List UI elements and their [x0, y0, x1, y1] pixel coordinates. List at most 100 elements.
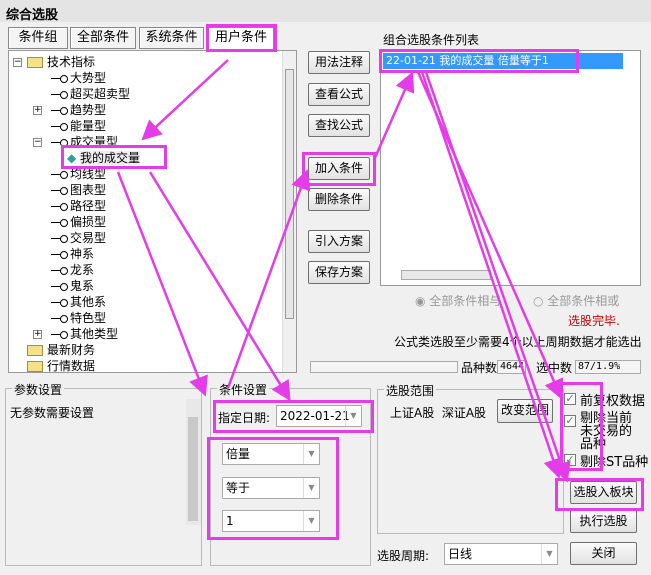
- option-label: 前复权数据: [580, 394, 646, 409]
- key-icon: [51, 250, 68, 259]
- arrow: [116, 171, 208, 397]
- save-plan-button[interactable]: 保存方案: [308, 261, 370, 284]
- tree-item-label: 特色型: [70, 311, 107, 325]
- count-label: 品种数: [461, 361, 498, 375]
- tree-item[interactable]: 行情数据: [27, 358, 95, 374]
- checkbox-exclude-untraded[interactable]: ✓: [564, 414, 576, 427]
- formula-icon: ◆: [67, 151, 81, 165]
- option-label: 剔除当前未交易的品种: [580, 411, 633, 452]
- delete-condition-button[interactable]: 删除条件: [308, 188, 370, 211]
- status-done: 选股完毕.: [568, 314, 620, 328]
- params-label: 参数设置: [12, 381, 65, 398]
- arrow: [424, 71, 571, 483]
- params-scrollbar[interactable]: [186, 399, 201, 525]
- chevron-down-icon[interactable]: ▼: [303, 511, 319, 531]
- arrow: [372, 71, 415, 161]
- key-icon: [51, 90, 68, 99]
- date-picker[interactable]: 2022-01-21▼: [276, 405, 362, 427]
- key-icon: [51, 234, 68, 243]
- condition-tree[interactable]: −技术指标大势型超买超卖型+趋势型能量型−成交量型◆ 我的成交量均线型图表型路径…: [8, 50, 297, 373]
- highlight-box: [207, 437, 339, 540]
- tree-item[interactable]: ◆ 我的成交量: [67, 150, 141, 166]
- highlight-box: [560, 382, 603, 471]
- usage-notes-button[interactable]: 用法注释: [308, 51, 370, 74]
- tree-item[interactable]: 均线型: [51, 166, 106, 182]
- chevron-down-icon[interactable]: ▼: [345, 406, 361, 426]
- condition-list[interactable]: 22-01-21 我的成交量 倍量等于1: [380, 50, 641, 286]
- tab-condition-group[interactable]: 条件组: [8, 27, 68, 49]
- execute-button[interactable]: 执行选股: [570, 510, 637, 533]
- value-select[interactable]: 1▼: [222, 510, 320, 532]
- highlight-box: [302, 152, 376, 186]
- tree-item[interactable]: 能量型: [51, 118, 106, 134]
- params-group: 参数设置 无参数需要设置: [5, 381, 202, 566]
- period-label: 选股周期:: [377, 549, 430, 563]
- add-condition-button[interactable]: 加入条件: [308, 157, 370, 180]
- folder-icon: [27, 361, 43, 372]
- tree-item[interactable]: 大势型: [51, 70, 106, 86]
- chevron-down-icon[interactable]: ▼: [303, 478, 319, 498]
- tree-scrollbar[interactable]: [282, 51, 296, 372]
- scrollbar-thumb[interactable]: [285, 69, 294, 319]
- expand-icon[interactable]: +: [33, 105, 42, 115]
- highlight-box: [213, 400, 374, 433]
- highlight-box: [555, 478, 644, 511]
- key-icon: [51, 282, 68, 291]
- key-icon: [51, 266, 68, 275]
- chevron-down-icon[interactable]: ▼: [303, 444, 319, 464]
- tree-item-label: 能量型: [70, 119, 107, 133]
- checkbox-adjusted[interactable]: ✓: [564, 392, 576, 405]
- period-select[interactable]: 日线▼: [444, 543, 558, 565]
- count-value: 4644: [497, 360, 526, 374]
- tree-item[interactable]: 偏损型: [51, 214, 106, 230]
- tree-item[interactable]: 神系: [51, 246, 94, 262]
- tree-item-label: 大势型: [70, 71, 107, 85]
- tree-item[interactable]: 技术指标: [27, 54, 95, 70]
- add-to-block-button[interactable]: 选股入板块: [570, 481, 637, 504]
- arrow: [141, 59, 229, 141]
- operator-select[interactable]: 等于▼: [222, 477, 320, 499]
- range-group: 选股范围 上证A股 深证A股: [377, 382, 564, 534]
- arrow: [420, 71, 563, 479]
- tree-item[interactable]: 图表型: [51, 182, 106, 198]
- key-icon: [51, 122, 68, 131]
- tab-system-conditions[interactable]: 系统条件: [139, 27, 204, 49]
- tree-item-label: 行情数据: [47, 359, 96, 373]
- field-select[interactable]: 倍量▼: [222, 443, 320, 465]
- tree-item[interactable]: 龙系: [51, 262, 94, 278]
- tab-all-conditions[interactable]: 全部条件: [70, 27, 136, 49]
- radio-all-or[interactable]: ○ 全部条件相或: [533, 294, 620, 308]
- tree-item[interactable]: 超买超卖型: [51, 86, 130, 102]
- condition-list-item[interactable]: 22-01-21 我的成交量 倍量等于1: [383, 53, 623, 69]
- find-formula-button[interactable]: 查找公式: [308, 114, 370, 137]
- tree-item[interactable]: 最新财务: [27, 342, 95, 358]
- collapse-icon[interactable]: −: [33, 137, 42, 147]
- tree-item[interactable]: 其他系: [51, 294, 106, 310]
- radio-all-and[interactable]: ◉ 全部条件相与: [415, 294, 502, 308]
- selected-label: 选中数: [536, 361, 573, 375]
- tree-item[interactable]: 鬼系: [51, 278, 94, 294]
- expand-icon[interactable]: +: [33, 329, 42, 339]
- tree-item[interactable]: 特色型: [51, 310, 106, 326]
- tree-item[interactable]: 路径型: [51, 198, 106, 214]
- scrollbar-thumb[interactable]: [188, 417, 198, 521]
- key-icon: [51, 202, 68, 211]
- params-text: 无参数需要设置: [10, 406, 95, 420]
- tree-item-label: 神系: [70, 247, 95, 261]
- tree-item[interactable]: 趋势型: [51, 102, 106, 118]
- close-button[interactable]: 关闭: [570, 542, 637, 565]
- tree-item-label: 均线型: [70, 167, 107, 181]
- key-icon: [51, 170, 68, 179]
- tree-item[interactable]: 交易型: [51, 230, 106, 246]
- import-plan-button[interactable]: 引入方案: [308, 230, 370, 253]
- key-icon: [51, 314, 68, 323]
- tab-user-conditions[interactable]: 用户条件: [208, 27, 274, 49]
- tree-item[interactable]: 其他类型: [51, 326, 118, 342]
- chevron-down-icon[interactable]: ▼: [541, 544, 557, 564]
- collapse-icon[interactable]: −: [13, 57, 22, 67]
- view-formula-button[interactable]: 查看公式: [308, 83, 370, 106]
- tree-item-label: 趋势型: [70, 103, 107, 117]
- arrow: [226, 169, 311, 389]
- tree-item-label: 最新财务: [47, 343, 96, 357]
